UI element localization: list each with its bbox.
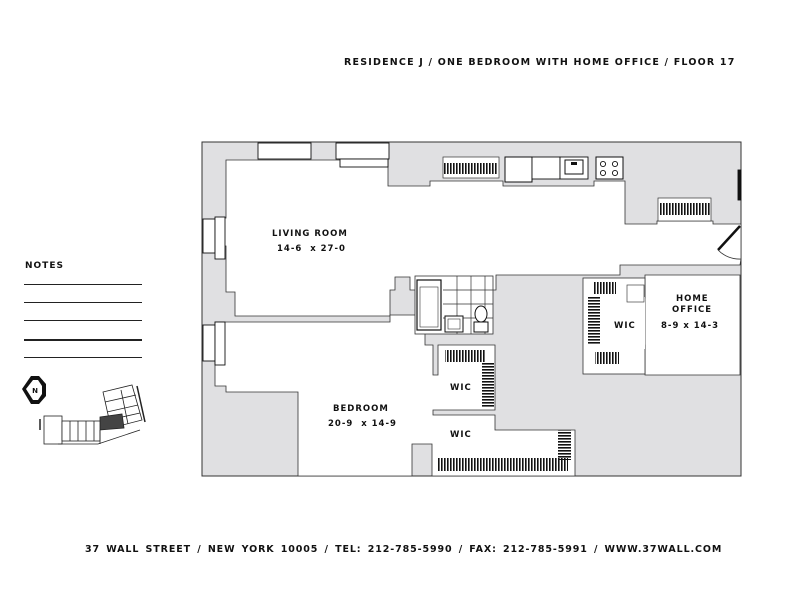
- home-office-name-2: OFFICE: [672, 305, 712, 315]
- closet-office-wic: [588, 282, 645, 364]
- compass-icon: N: [22, 376, 46, 404]
- home-office-dims: 8-9 x 14-3: [661, 321, 719, 331]
- wic-bedroom-2-label: WIC: [450, 430, 472, 440]
- note-line: [24, 302, 142, 303]
- note-line: [24, 284, 142, 285]
- bedroom-dims: 20-9 x 14-9: [328, 419, 397, 429]
- living-room-name: LIVING ROOM: [272, 229, 348, 239]
- cooktop-icon: [595, 156, 624, 180]
- closet-office-entry: [657, 197, 712, 222]
- living-room-area: [214, 159, 742, 317]
- key-plan-icon: [39, 384, 146, 445]
- office-door: [717, 225, 742, 260]
- notes-label: NOTES: [25, 261, 64, 271]
- note-line: [24, 357, 142, 358]
- bathtub-icon: [416, 279, 442, 331]
- note-line: [24, 320, 142, 321]
- toilet-icon: [473, 305, 489, 333]
- closet-bedroom-wic-2: [438, 430, 571, 471]
- windows: [202, 142, 742, 366]
- closet-bedroom-wic-1: [445, 350, 494, 407]
- refrigerator-icon: [504, 156, 533, 183]
- compass-north-label: N: [32, 387, 38, 395]
- living-room-dims: 14-6 x 27-0: [277, 244, 346, 254]
- footer-contact: 37 WALL STREET / NEW YORK 10005 / TEL: 2…: [85, 544, 723, 555]
- kitchen-sink-icon: [564, 159, 584, 175]
- sink-icon: [444, 315, 464, 333]
- home-office-name-1: HOME: [676, 294, 709, 304]
- bathroom: [414, 275, 494, 335]
- wic-bedroom-1-label: WIC: [450, 383, 472, 393]
- plan-title: RESIDENCE J / ONE BEDROOM WITH HOME OFFI…: [344, 57, 736, 68]
- kitchen: [442, 156, 624, 183]
- bedroom-name: BEDROOM: [333, 404, 389, 414]
- wic-office-label: WIC: [614, 321, 636, 331]
- note-line: [24, 339, 142, 341]
